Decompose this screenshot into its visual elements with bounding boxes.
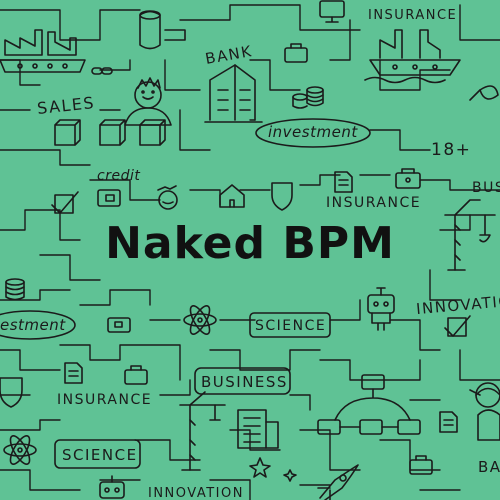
science-box-bottom <box>54 439 141 469</box>
shield-icon-left <box>0 377 23 408</box>
briefcase-icon-bottom <box>124 365 148 385</box>
computer-icon <box>319 0 345 23</box>
label-insurance-mid: INSURANCE <box>326 195 422 211</box>
bank-building-icon <box>204 64 263 123</box>
document-icon <box>334 171 353 193</box>
atom-icon-bottom <box>3 435 37 465</box>
flowchart-icon <box>317 374 421 435</box>
page-title: Naked BPM <box>105 218 395 269</box>
investment-bubble-left <box>0 310 76 340</box>
shield-icon-mid <box>271 182 293 211</box>
coin-stack-icon-left <box>5 278 25 301</box>
office-building-icon <box>237 409 279 449</box>
connector-lines <box>0 4 500 500</box>
person-icon-sales <box>124 77 172 126</box>
robot-icon-bottom <box>99 475 125 499</box>
silo-icon <box>139 10 186 50</box>
document-icon-left <box>64 362 83 384</box>
rocket-icon <box>317 464 359 500</box>
label-science-bottom: SCIENCE <box>62 446 138 464</box>
leaf-icon <box>469 85 499 101</box>
coin-stack-icon <box>292 86 324 109</box>
sparkle-icon <box>249 457 297 482</box>
person-icon-credit <box>157 185 178 210</box>
wallet-icon-left <box>107 317 131 333</box>
chain-icon <box>91 67 113 75</box>
label-innovation-bottom: INNOVATION <box>148 486 244 500</box>
science-box-mid <box>249 312 331 338</box>
briefcase-icon-top <box>284 43 308 63</box>
person-icon-right <box>469 382 500 441</box>
crane-icon-bottom <box>179 391 226 471</box>
factory-icon-top-right <box>364 29 461 84</box>
label-insurance-bottom: INSURANCE <box>57 392 153 408</box>
robot-icon <box>367 287 395 331</box>
checkbox-icon-left <box>51 191 79 214</box>
label-credit: credit <box>97 168 141 184</box>
label-investment-left: estment <box>0 316 66 334</box>
document-icon-right <box>439 411 458 433</box>
wallet-icon <box>97 189 121 207</box>
briefcase-icon-bottom-right <box>409 455 433 475</box>
boxes-icon <box>54 119 166 146</box>
checkbox-icon-right <box>444 315 471 337</box>
factory-icon-top-left <box>0 29 86 73</box>
label-science-mid: SCIENCE <box>255 318 327 334</box>
label-ba-right: BA <box>478 458 500 476</box>
atom-icon-mid <box>183 305 217 335</box>
business-box-bottom <box>194 367 291 395</box>
investment-bubble-top <box>255 118 371 148</box>
house-icon <box>219 184 245 208</box>
label-investment-top: investment <box>268 123 358 141</box>
label-age: 18+ <box>431 140 472 160</box>
label-insurance-top: INSURANCE <box>368 8 458 23</box>
label-business-bottom: BUSINESS <box>201 373 288 391</box>
briefcase-icon-mid <box>395 168 421 189</box>
crane-icon-right <box>444 199 496 271</box>
label-business-right: BUS <box>472 180 500 196</box>
